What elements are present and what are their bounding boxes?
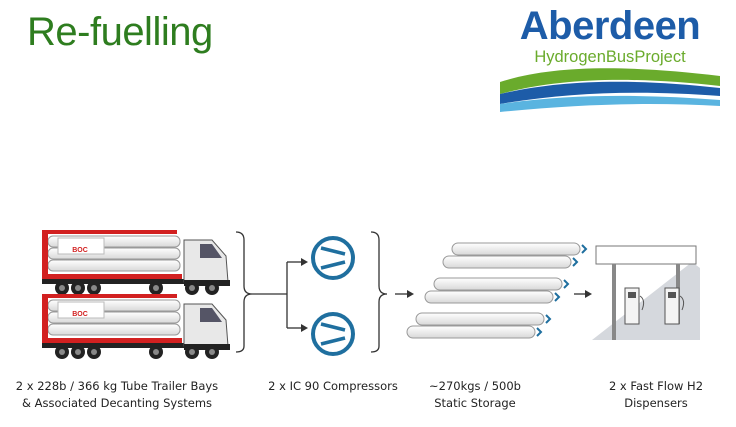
compressors-caption: 2 x IC 90 Compressors [250, 378, 416, 395]
arrow-to-compressor-top-icon [301, 258, 308, 266]
dispenser-station-icon [592, 245, 700, 340]
tube-trailer-top [41, 229, 231, 296]
aberdeen-hydrogen-bus-project-logo: Aberdeen HydrogenBusProject [500, 4, 720, 112]
trailers-caption-line2: & Associated Decanting Systems [21, 396, 213, 410]
storage-caption-line1: ~270kgs / 500b [429, 379, 521, 393]
trailer-brand-label-top: BOC [72, 247, 88, 254]
tube-trailer-bottom [41, 293, 231, 360]
arrow-to-compressor-bottom-icon [301, 324, 308, 332]
logo-sub-part1: HydrogenBus [534, 48, 635, 66]
page-title: Re-fuelling [27, 10, 213, 54]
compressors-brace [370, 231, 388, 353]
arrow-to-dispensers-icon [585, 290, 592, 298]
trailers-caption-line1: 2 x 228b / 366 kg Tube Trailer Bays [15, 379, 219, 393]
storage-caption-line2: Static Storage [434, 396, 516, 410]
trailer-brand-label-bottom: BOC [72, 311, 88, 318]
logo-sub-part2: Project [634, 48, 686, 66]
dispensers-caption: 2 x Fast Flow H2 Dispensers [586, 378, 726, 412]
dispensers-caption-line2: Dispensers [624, 396, 688, 410]
logo-waves-icon [500, 68, 720, 112]
compressor-top-icon [311, 236, 355, 280]
split-connector [252, 261, 301, 329]
logo-subtitle: HydrogenBusProject [500, 48, 720, 67]
static-storage-cylinders [406, 242, 587, 339]
logo-name: Aberdeen [519, 4, 701, 48]
compressor-bottom-icon [311, 312, 355, 356]
dispensers-caption-line1: 2 x Fast Flow H2 [608, 379, 704, 393]
trailers-caption: 2 x 228b / 366 kg Tube Trailer Bays & As… [4, 378, 230, 412]
storage-caption: ~270kgs / 500b Static Storage [410, 378, 540, 412]
compressors-caption-line: 2 x IC 90 Compressors [268, 379, 398, 393]
trailers-brace [235, 231, 253, 353]
arrow-to-storage-icon [407, 290, 414, 298]
